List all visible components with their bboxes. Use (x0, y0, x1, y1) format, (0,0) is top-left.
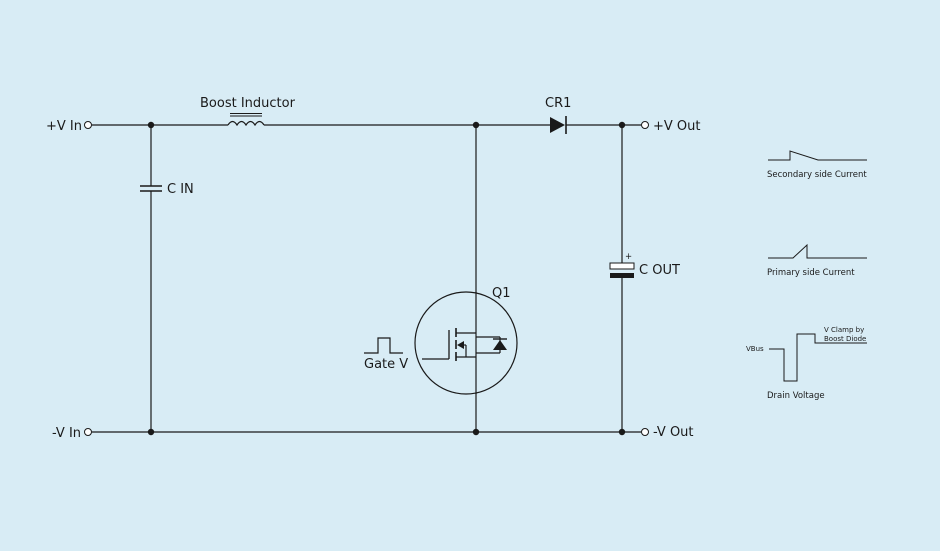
boost-inductor-label: Boost Inductor (200, 96, 296, 111)
c-out-label: C OUT (639, 263, 680, 278)
q1-label: Q1 (492, 286, 511, 301)
vclamp-label-line2: Boost Diode (824, 335, 866, 343)
v-out-pos-label: +V Out (653, 119, 701, 134)
gate-v-label: Gate V (364, 357, 408, 372)
vbus-label: VBus (746, 345, 764, 353)
diode-cr1-symbol (550, 116, 567, 134)
c-out-capacitor-symbol (609, 125, 635, 432)
primary-current-waveform (768, 243, 867, 259)
boost-inductor-symbol (227, 113, 265, 127)
c-in-capacitor-symbol (140, 125, 162, 432)
secondary-current-label: Secondary side Current (767, 170, 867, 180)
v-out-pos-terminal (641, 121, 649, 129)
v-in-pos-terminal (84, 121, 92, 129)
c-out-plus-label: + (625, 252, 632, 262)
vclamp-label-line1: V Clamp by (824, 326, 864, 334)
q1-mosfet-symbol (414, 125, 518, 432)
v-in-pos-label: +V In (46, 119, 82, 134)
secondary-current-waveform (768, 150, 867, 161)
cr1-label: CR1 (545, 96, 571, 111)
junction-dots (147, 121, 626, 436)
v-out-neg-label: -V Out (653, 425, 694, 440)
v-in-neg-terminal (84, 428, 92, 436)
drain-voltage-label: Drain Voltage (767, 391, 825, 401)
v-out-neg-terminal (641, 428, 649, 436)
v-in-neg-label: -V In (52, 426, 81, 441)
primary-current-label: Primary side Current (767, 268, 855, 278)
drain-voltage-waveform (769, 333, 867, 382)
gate-pulse-symbol (364, 337, 403, 354)
c-in-label: C IN (167, 182, 194, 197)
